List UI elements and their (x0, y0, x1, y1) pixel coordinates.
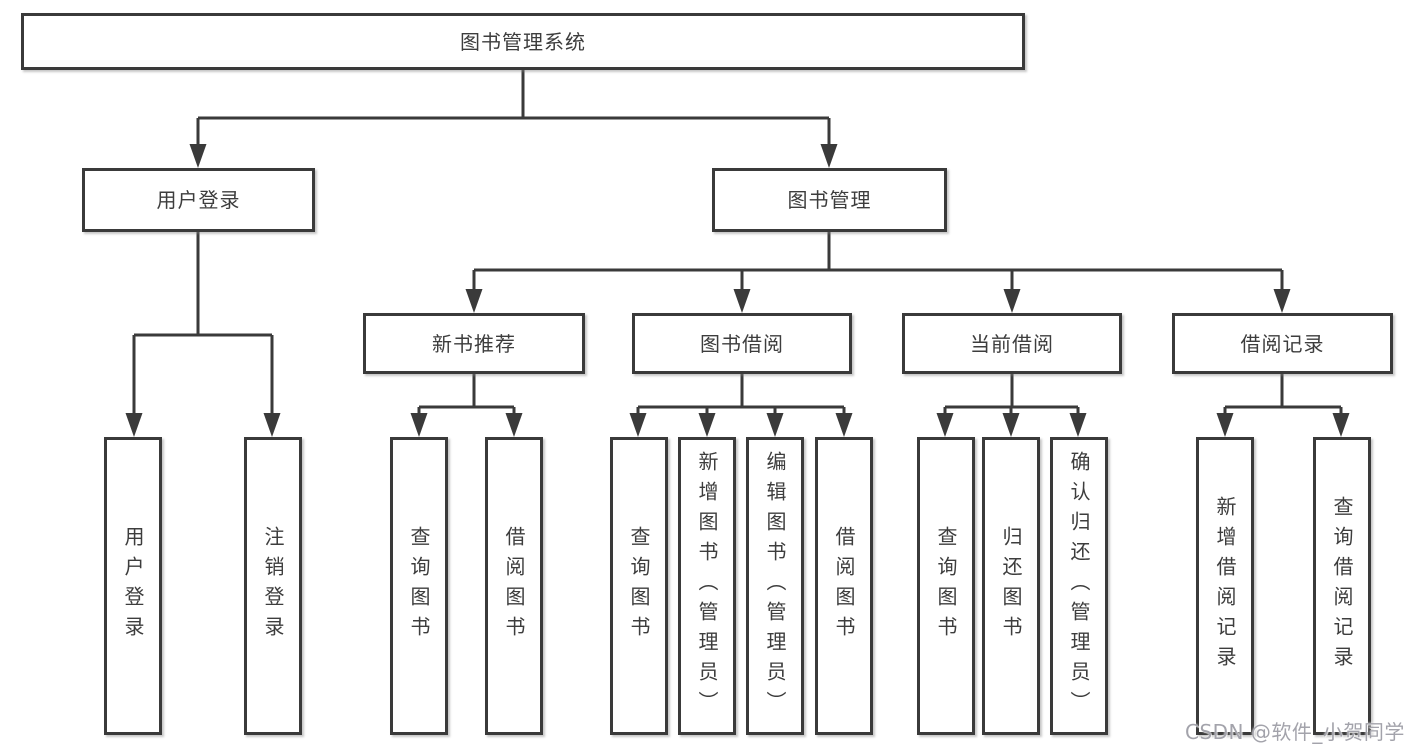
leaf-add-book-admin: 新增图书（管理员） (678, 437, 736, 735)
watermark: CSDN @软件_小贺同学 (1185, 720, 1405, 744)
leaf-borrow-books-label: 借阅图书 (832, 526, 856, 646)
leaf-query-books-current: 查询图书 (917, 437, 975, 735)
leaf-return-book: 归还图书 (982, 437, 1040, 735)
node-book-borrow: 图书借阅 (632, 313, 852, 374)
leaf-edit-book-admin: 编辑图书（管理员） (746, 437, 804, 735)
node-borrow-records: 借阅记录 (1172, 313, 1393, 374)
node-borrow-records-label: 借阅记录 (1240, 331, 1325, 356)
node-user-login-label: 用户登录 (156, 188, 241, 212)
node-root: 图书管理系统 (21, 13, 1025, 70)
leaf-edit-book-admin-label: 编辑图书（管理员） (763, 451, 787, 721)
leaf-user-login-label: 用户登录 (121, 526, 145, 646)
leaf-query-books-recommend: 查询图书 (390, 437, 448, 735)
leaf-borrow-books: 借阅图书 (815, 437, 873, 735)
leaf-borrow-books-recommend: 借阅图书 (485, 437, 543, 735)
leaf-confirm-return-admin-label: 确认归还（管理员） (1067, 451, 1091, 721)
node-book-management: 图书管理 (712, 168, 947, 232)
leaf-add-book-admin-label: 新增图书（管理员） (695, 451, 719, 721)
arrowheads (125, 144, 1350, 437)
leaf-user-login: 用户登录 (104, 437, 162, 735)
leaf-return-book-label: 归还图书 (999, 526, 1023, 646)
node-new-book-recommend: 新书推荐 (363, 313, 585, 374)
node-user-login: 用户登录 (82, 168, 315, 232)
leaf-query-books-borrow-label: 查询图书 (627, 526, 651, 646)
leaf-query-borrow-record: 查询借阅记录 (1313, 437, 1371, 735)
leaf-query-books-current-label: 查询图书 (934, 526, 958, 646)
leaf-query-books-borrow: 查询图书 (610, 437, 668, 735)
node-current-borrow: 当前借阅 (902, 313, 1122, 374)
node-new-book-recommend-label: 新书推荐 (432, 331, 516, 356)
leaf-confirm-return-admin: 确认归还（管理员） (1050, 437, 1108, 735)
connector-paths (132, 70, 1343, 416)
leaf-logout-label: 注销登录 (261, 526, 285, 646)
leaf-add-borrow-record: 新增借阅记录 (1196, 437, 1254, 735)
node-book-management-label: 图书管理 (787, 188, 872, 212)
leaf-logout: 注销登录 (244, 437, 302, 735)
node-current-borrow-label: 当前借阅 (970, 331, 1054, 356)
leaf-borrow-books-recommend-label: 借阅图书 (502, 526, 526, 646)
node-root-label: 图书管理系统 (460, 29, 586, 54)
leaf-query-borrow-record-label: 查询借阅记录 (1330, 496, 1354, 676)
leaf-add-borrow-record-label: 新增借阅记录 (1213, 496, 1237, 676)
node-book-borrow-label: 图书借阅 (700, 331, 784, 356)
leaf-query-books-recommend-label: 查询图书 (407, 526, 431, 646)
